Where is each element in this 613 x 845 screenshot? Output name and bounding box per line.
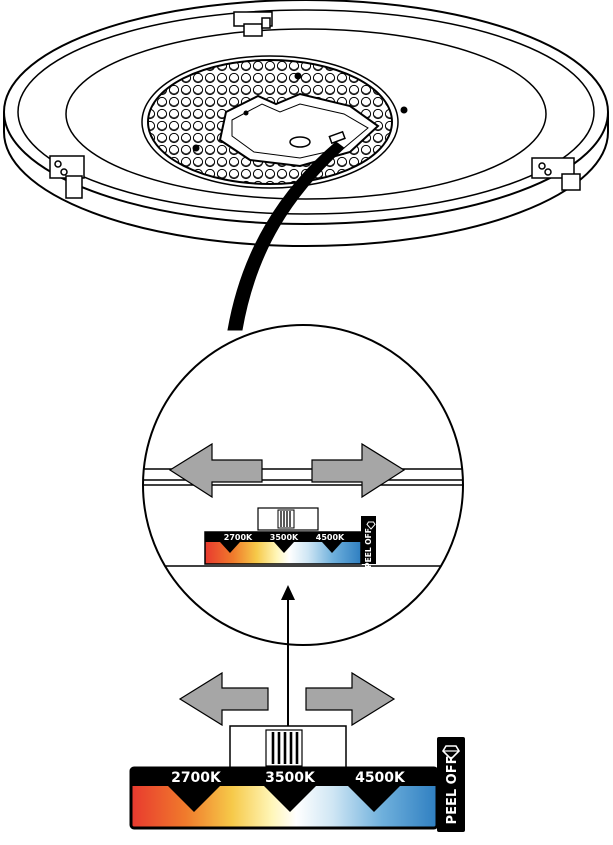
- ceiling-light-fixture: [3, 0, 609, 247]
- zoom-pointer: [227, 141, 345, 331]
- zoom-detail: 2700K 3500K 4500K PEEL OFF: [142, 324, 464, 646]
- right-arrow-icon: [305, 671, 396, 727]
- zoom-temp-2700: 2700K: [224, 533, 253, 542]
- left-mounting-clip: [49, 155, 85, 199]
- temp-2700: 2700K: [171, 770, 222, 786]
- peel-off-label: PEEL OFF: [445, 756, 460, 825]
- diamond-icon: [366, 521, 376, 530]
- diamond-icon: [441, 745, 461, 761]
- temp-3500: 3500K: [265, 770, 316, 786]
- zoom-temp-4500: 4500K: [316, 533, 345, 542]
- right-mounting-clip: [531, 157, 581, 191]
- top-mounting-clip: [233, 11, 273, 37]
- zoom-color-temp-label: 2700K 3500K 4500K PEEL OFF: [204, 516, 376, 568]
- callout-arrow: [281, 585, 295, 735]
- right-arrow-icon: [311, 442, 406, 499]
- zoom-temp-3500: 3500K: [270, 533, 299, 542]
- center-hole: [289, 136, 311, 148]
- temp-4500: 4500K: [355, 770, 406, 786]
- module-switch: [328, 130, 346, 145]
- left-arrow-icon: [178, 671, 269, 727]
- zoom-peel-off: PEEL OFF: [364, 528, 373, 568]
- color-temp-label: 2700K 3500K 4500K PEEL OFF: [129, 737, 465, 832]
- zoom-slide-switch: [257, 507, 319, 531]
- fixture-inner-ring: [17, 9, 595, 215]
- enlarged-switch-detail: 2700K 3500K 4500K PEEL OFF: [129, 671, 465, 832]
- slide-switch: [229, 725, 347, 769]
- fixture-lens-ring: [65, 28, 547, 200]
- left-arrow-icon: [168, 442, 263, 499]
